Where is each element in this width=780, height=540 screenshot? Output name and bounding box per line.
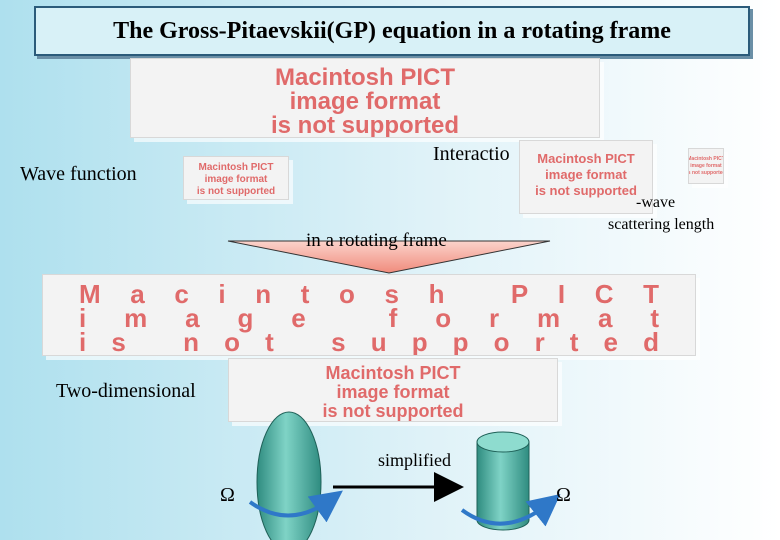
pict-placeholder-graphic: Macintosh PICT image format is not suppo…: [689, 156, 723, 176]
down-arrow-shape: [227, 240, 551, 274]
equation-image-2d: Macintosh PICT image format is not suppo…: [228, 358, 558, 422]
title-box: The Gross-Pitaevskii(GP) equation in a r…: [34, 6, 750, 56]
pict-line-3: is not supported: [689, 170, 723, 176]
cylinder-shape: [476, 431, 530, 531]
pict-line-2: image format: [336, 382, 449, 402]
omega-right-label: Ω: [556, 484, 571, 506]
equation-image-rotating: Macintosh PICT image format is not suppo…: [42, 274, 696, 356]
pict-line-3: is not supported: [535, 183, 637, 198]
pict-line-3: is not supported: [197, 186, 275, 197]
pict-line-2: image format: [290, 88, 441, 115]
interaction-image: Macintosh PICT image format is not suppo…: [519, 140, 653, 214]
rotation-arrow-left-icon: [248, 490, 343, 523]
pict-line-1: Macintosh PICT: [689, 156, 723, 162]
wave-function-label: Wave function: [20, 163, 137, 185]
pict-placeholder-graphic: Macintosh PICT image format is not suppo…: [323, 363, 464, 421]
page-title: The Gross-Pitaevskii(GP) equation in a r…: [113, 17, 671, 44]
ellipsoid-shape: [256, 411, 322, 540]
scattering-length-image: Macintosh PICT image format is not suppo…: [688, 148, 724, 184]
pict-line-3: is not supported: [271, 112, 459, 137]
omega-left-label: Ω: [220, 484, 235, 506]
pict-line-2: image format: [690, 163, 722, 169]
pict-line-3: is not supported: [323, 401, 464, 421]
two-dimensional-label: Two-dimensional: [56, 380, 196, 402]
pict-line-2: image format: [205, 174, 268, 185]
pict-line-1: Macintosh PICT: [325, 363, 460, 383]
pict-placeholder-graphic: Macintosh PICT image format is not suppo…: [79, 279, 659, 355]
rotating-frame-label: in a rotating frame: [306, 230, 447, 251]
pict-line-1: Macintosh PICT: [198, 162, 273, 173]
equation-image-top: Macintosh PICT image format is not suppo…: [130, 58, 600, 138]
pict-line-1: Macintosh PICT: [275, 64, 455, 91]
pict-placeholder-graphic: Macintosh PICT image format is not suppo…: [197, 162, 275, 197]
pict-line-1: Macintosh PICT: [537, 151, 635, 166]
s-wave-label: -wave: [636, 194, 676, 211]
scattering-length-label: scattering length: [608, 216, 715, 233]
pict-placeholder-graphic: Macintosh PICT image format is not suppo…: [535, 151, 637, 198]
wave-function-image: Macintosh PICT image format is not suppo…: [183, 156, 289, 200]
pict-line-2: image format: [545, 167, 627, 182]
rotation-arrow-right-icon: [460, 494, 561, 527]
interaction-label: Interactio: [433, 143, 510, 165]
simplified-label: simplified: [378, 450, 451, 470]
pict-placeholder-graphic: Macintosh PICT image format is not suppo…: [271, 64, 459, 137]
